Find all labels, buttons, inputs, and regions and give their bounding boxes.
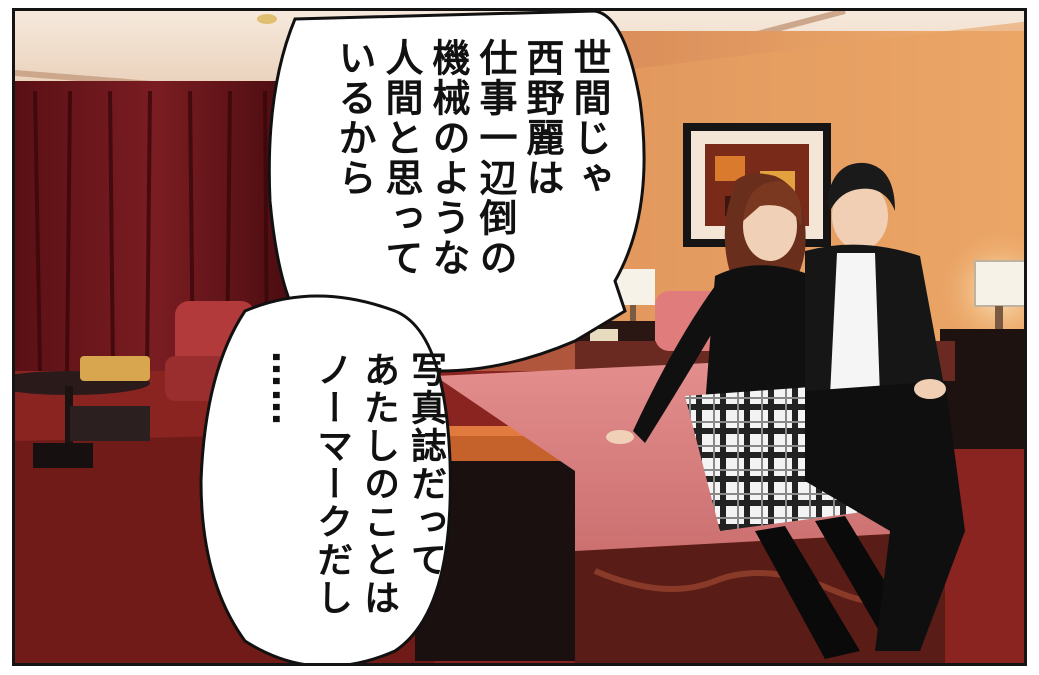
- speech-bubble-top-text: 世間じゃ 西野麗は 仕事一辺倒の 機械のような 人間と思って いるから: [330, 38, 612, 278]
- bubble-line: いるから: [332, 38, 376, 198]
- hotel-room-scene: [15, 11, 1024, 663]
- speech-bubble-top: [267, 11, 646, 373]
- bubble-line: 世間じゃ: [567, 38, 611, 198]
- bubble-line: ノーマークだし: [311, 351, 352, 617]
- speech-bubble-bottom: [199, 294, 452, 663]
- bubble-line: ……: [264, 351, 305, 427]
- bubble-line: 人間と思って: [379, 38, 423, 278]
- side-table: [15, 356, 150, 468]
- bubble-line: 写真誌だって: [405, 351, 446, 579]
- bubble-line: あたしのことは: [358, 351, 399, 617]
- ceiling-light: [257, 14, 277, 24]
- lamp-right: [974, 260, 1024, 331]
- man-figure: [805, 162, 965, 651]
- speech-bubble-bottom-text: 写真誌だって あたしのことは ノーマークだし ……: [261, 351, 449, 617]
- manga-panel: 世間じゃ 西野麗は 仕事一辺倒の 機械のような 人間と思って いるから 写真誌だ…: [12, 8, 1027, 666]
- bubble-line: 西野麗は: [520, 38, 564, 198]
- bubble-line: 機械のような: [426, 38, 470, 278]
- bubble-line: 仕事一辺倒の: [473, 38, 517, 278]
